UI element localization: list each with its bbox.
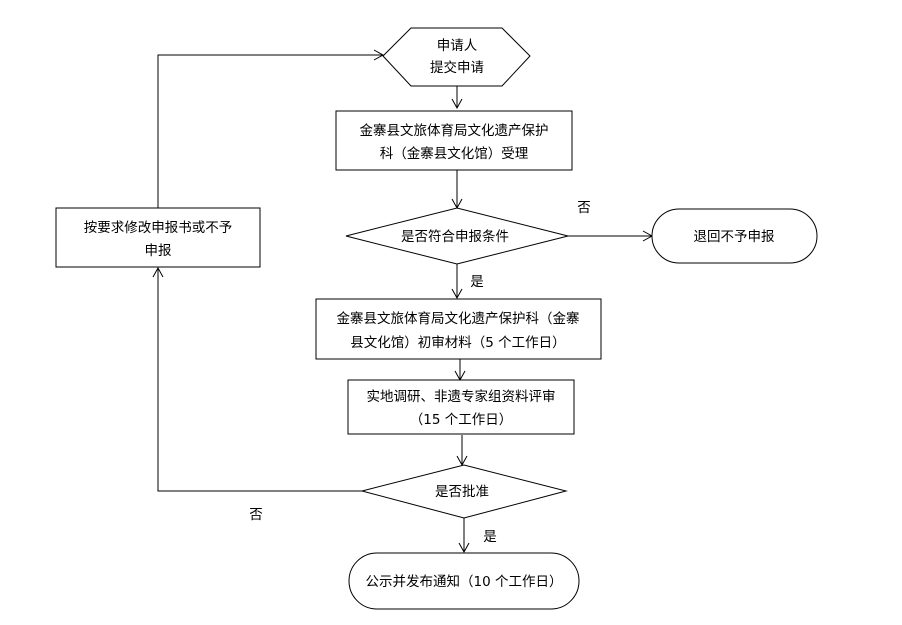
node-survey-line-2: （15 个工作日）	[410, 412, 512, 428]
node-publish: 公示并发布通知（10 个工作日）	[348, 552, 580, 610]
node-accept-line-2: 科（金寨县文化馆）受理	[380, 145, 529, 162]
arrowhead	[373, 49, 385, 61]
process-box	[335, 110, 573, 171]
hexagon-shape	[382, 27, 531, 87]
edge-label-approve-yes: 是	[483, 529, 497, 545]
node-review-line-1: 金寨县文旅体育局文化遗产保护科（金寨	[337, 310, 580, 327]
connector-revise-to-start	[157, 54, 383, 208]
node-survey-line-1: 实地调研、非遗专家组资料评审	[367, 388, 556, 405]
process-box	[347, 379, 575, 435]
arrowhead	[152, 266, 164, 278]
node-start-line-1: 申请人	[437, 38, 478, 54]
decision-diamond	[360, 464, 568, 519]
terminal-shape	[651, 208, 818, 264]
arrowhead	[451, 288, 463, 300]
node-reject: 退回不予申报	[651, 208, 818, 264]
node-revise-line-2: 申报	[145, 243, 172, 259]
node-accept-line-1: 金寨县文旅体育局文化遗产保护	[360, 122, 549, 139]
node-start-line-2: 提交申请	[430, 59, 484, 76]
process-box	[55, 207, 261, 268]
node-check-label: 是否符合申报条件	[401, 228, 509, 245]
node-revise: 按要求修改申报书或不予 申报	[55, 207, 261, 268]
arrowhead	[451, 98, 463, 110]
node-survey: 实地调研、非遗专家组资料评审 （15 个工作日）	[347, 379, 575, 435]
node-reject-label: 退回不予申报	[694, 229, 775, 245]
node-publish-label: 公示并发布通知（10 个工作日）	[366, 573, 563, 590]
edge-labels: 否 是 否 是	[249, 200, 591, 545]
node-review-line-2: 县文化馆）初审材料（5 个工作日）	[350, 334, 565, 351]
edge-label-check-yes: 是	[470, 274, 484, 290]
decision-diamond	[345, 207, 569, 265]
node-accept: 金寨县文旅体育局文化遗产保护 科（金寨县文化馆）受理	[335, 110, 573, 171]
connectors	[152, 49, 654, 554]
node-approve-label: 是否批准	[435, 484, 489, 500]
node-start: 申请人 提交申请	[382, 27, 531, 87]
process-box	[315, 298, 602, 360]
node-approve: 是否批准	[360, 464, 568, 519]
arrowhead	[458, 542, 470, 554]
node-review: 金寨县文旅体育局文化遗产保护科（金寨 县文化馆）初审材料（5 个工作日）	[315, 298, 602, 360]
edge-label-check-no: 否	[577, 200, 591, 216]
edge-label-approve-no: 否	[249, 507, 263, 523]
node-revise-line-1: 按要求修改申报书或不予	[84, 220, 233, 236]
terminal-shape	[348, 552, 580, 610]
node-check: 是否符合申报条件	[345, 207, 569, 265]
connector-approve-no-to-revise	[157, 268, 362, 492]
